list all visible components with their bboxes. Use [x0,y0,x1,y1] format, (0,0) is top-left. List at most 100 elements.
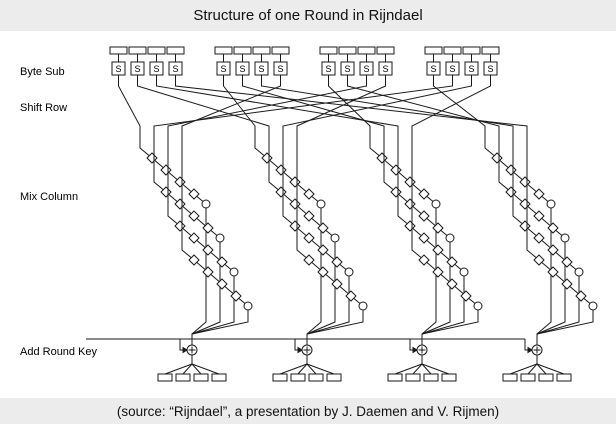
mix-xor-node [243,301,253,311]
input-byte-box [319,46,338,55]
mix-mult-node [533,210,545,222]
mix-mult-node [202,244,214,256]
mix-mult-node [561,256,573,268]
mix-xor-node [358,301,368,311]
s-box-label: S [363,64,369,74]
mix-mult-node [432,222,444,234]
mix-output-wire [536,272,580,345]
shift-row-wire [347,82,500,130]
output-byte-box [211,373,227,382]
output-byte-box [502,373,518,382]
mix-mult-node [575,290,587,302]
shift-row-wire [433,82,486,130]
s-box-label: S [430,64,436,74]
arrowhead-icon [412,346,418,354]
shift-row-wire [181,82,281,130]
mix-mult-node [331,278,343,290]
input-byte-box [424,46,443,55]
output-byte-box [157,373,173,382]
input-byte-box [376,46,395,55]
mix-xor-node [574,267,584,277]
mix-output-wire [536,204,552,345]
s-box-label: S [325,64,331,74]
shift-row-wire [282,82,472,130]
mix-mult-node [317,244,329,256]
mix-output-wire [536,306,594,345]
shift-row-wire [175,82,528,130]
mix-mult-node [547,244,559,256]
mix-output-wire [306,204,322,345]
mix-mult-node [418,210,430,222]
output-byte-box [290,373,306,382]
s-box-label: S [220,64,226,74]
label-add-round-key: Add Round Key [20,346,98,358]
caption: (source: “Rijndael”, a presentation by J… [0,398,616,424]
s-box-label: S [344,64,350,74]
mix-mult-node [303,254,315,266]
mix-mult-node [317,266,329,278]
mix-xor-node [459,267,469,277]
s-box-label: S [382,64,388,74]
mix-output-wire [421,204,437,345]
mix-mult-node [188,188,200,200]
output-byte-box [441,373,457,382]
mix-mult-node [188,210,200,222]
mix-mult-node [202,222,214,234]
input-byte-box [147,46,166,55]
mix-xor-node [445,233,455,243]
mix-strand-wire [383,130,451,239]
mix-mult-node [418,254,430,266]
shift-row-wire [242,82,385,130]
s-box-label: S [487,64,493,74]
arrowhead-icon [527,346,533,354]
shift-row-wire [296,82,386,130]
mix-mult-node [345,290,357,302]
mix-mult-node [331,256,343,268]
mix-output-wire [421,272,465,345]
mix-mult-node [432,266,444,278]
s-box-label: S [277,64,283,74]
mix-output-wire [306,272,350,345]
mix-strand-wire [498,130,566,239]
mix-xor-node [229,267,239,277]
mix-strand-wire [268,130,336,239]
mix-xor-node [330,233,340,243]
input-byte-box [338,46,357,55]
arrowhead-icon [182,346,188,354]
shift-row-wire [153,82,453,130]
shift-row-wire [411,82,491,130]
input-byte-box [252,46,271,55]
arrowhead-icon [297,346,303,354]
output-byte-box [423,373,439,382]
input-byte-box [166,46,185,55]
input-byte-box [462,46,481,55]
mix-output-wire [191,204,207,345]
mix-mult-node [188,254,200,266]
mix-xor-node [201,199,211,209]
mix-mult-node [432,244,444,256]
mix-mult-node [418,188,430,200]
mix-xor-node [215,233,225,243]
mix-mult-node [547,222,559,234]
shift-row-wire [137,82,270,130]
mix-mult-node [547,266,559,278]
s-box-label: S [239,64,245,74]
input-byte-box [443,46,462,55]
shift-row-wire [118,82,141,130]
s-box-label: S [115,64,121,74]
mix-mult-node [216,278,228,290]
mix-xor-node [344,267,354,277]
mix-mult-node [533,232,545,244]
output-byte-box [272,373,288,382]
output-byte-box [405,373,421,382]
mix-column-stage [139,130,598,345]
s-box-label: S [258,64,264,74]
input-byte-box [128,46,147,55]
mix-xor-node [316,199,326,209]
mix-mult-node [202,266,214,278]
s-box-label: S [153,64,159,74]
mix-mult-node [418,232,430,244]
input-byte-box [233,46,252,55]
page-title: Structure of one Round in Rijndael [0,0,616,31]
